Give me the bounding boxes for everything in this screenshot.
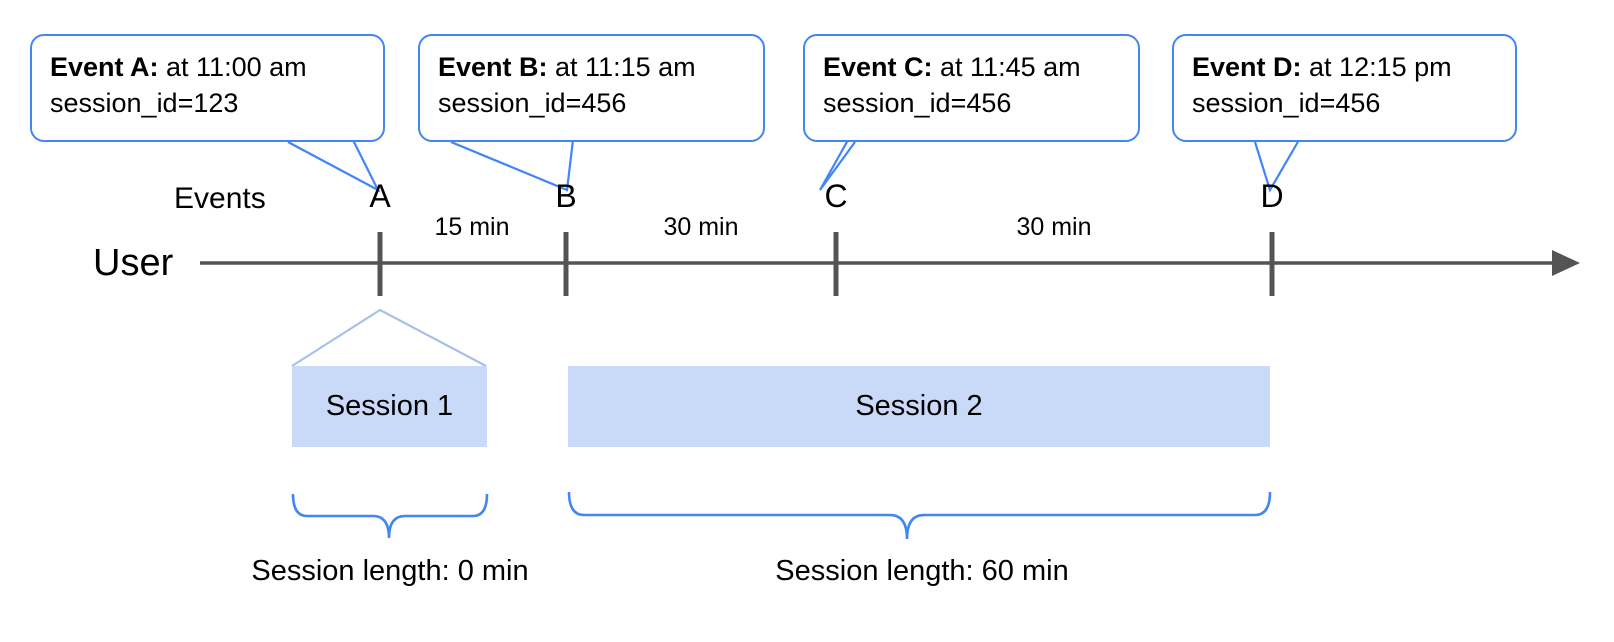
gap-label-c-d: 30 min	[1016, 213, 1092, 241]
session-bar-1[interactable]: Session 1	[292, 366, 487, 447]
session1-brace	[291, 493, 489, 539]
callout-c-title: Event C:	[823, 52, 933, 82]
session-2-length-caption: Session length: 60 min	[775, 555, 1069, 587]
session-bar-2-label: Session 2	[855, 390, 983, 422]
callout-c-session-id: session_id=456	[823, 87, 1012, 118]
gap-label-a-b: 15 min	[434, 213, 510, 241]
callout-b-time: at 11:15 am	[547, 52, 696, 82]
event-letter-d: D	[1260, 178, 1284, 214]
callout-d-session-id: session_id=456	[1192, 87, 1381, 118]
row-label-user: User	[93, 242, 174, 284]
callout-a-session-id: session_id=123	[50, 87, 239, 118]
session-bar-1-label: Session 1	[325, 390, 454, 422]
session-1-length-caption: Session length: 0 min	[251, 555, 529, 587]
event-letter-a: A	[369, 178, 391, 214]
callout-b-session-id: session_id=456	[438, 87, 627, 118]
callout-d-title: Event D:	[1192, 52, 1302, 82]
callout-d-time: at 12:15 pm	[1301, 52, 1452, 82]
callout-event-d[interactable]: Event D: at 12:15 pm session_id=456	[1172, 34, 1517, 142]
event-letter-c: C	[824, 178, 848, 214]
session1-converge-lines	[291, 308, 487, 367]
callout-c-time: at 11:45 am	[932, 52, 1081, 82]
callout-a-title: Event A:	[50, 52, 159, 82]
session2-brace	[567, 491, 1272, 540]
callout-a-time: at 11:00 am	[158, 52, 307, 82]
event-letter-b: B	[555, 178, 577, 214]
row-label-events: Events	[174, 182, 266, 215]
callout-event-b[interactable]: Event B: at 11:15 am session_id=456	[418, 34, 765, 142]
gap-label-b-c: 30 min	[663, 213, 739, 241]
callout-event-c[interactable]: Event C: at 11:45 am session_id=456	[803, 34, 1140, 142]
callout-b-title: Event B:	[438, 52, 548, 82]
callout-event-a[interactable]: Event A: at 11:00 am session_id=123	[30, 34, 385, 142]
timeline-arrowhead	[1552, 250, 1580, 276]
session-bar-2[interactable]: Session 2	[568, 366, 1270, 447]
